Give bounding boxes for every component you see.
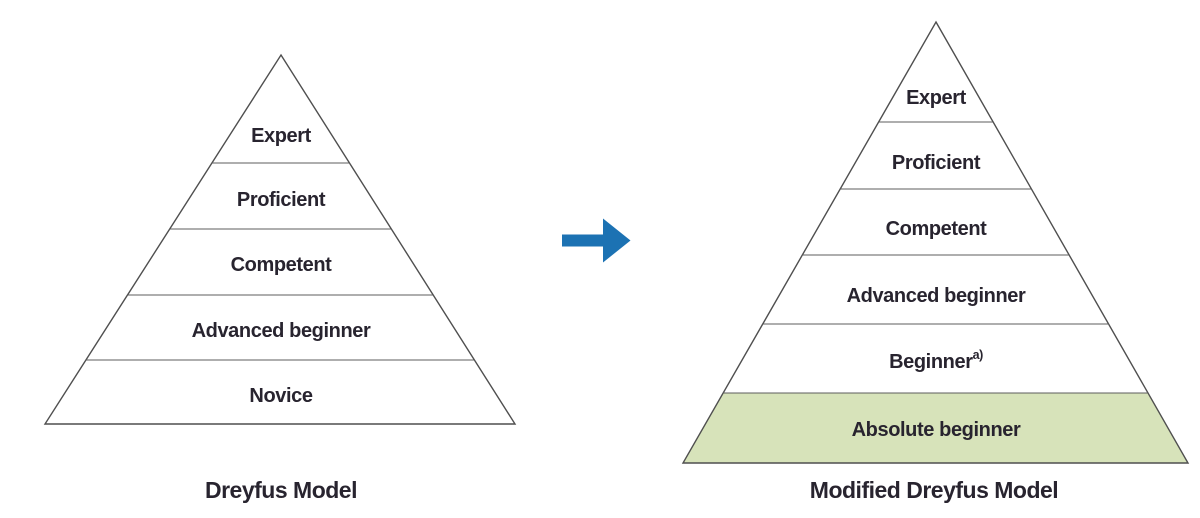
absolute-beginner-highlight-band [683,393,1188,463]
pyramid-title: Dreyfus Model [205,477,357,503]
level-label-competent: Competent [886,218,988,240]
pyramid-outline [43,53,517,425]
level-label-beginner: Beginnera) [889,348,983,373]
level-label-proficient: Proficient [237,189,326,211]
pyramid-outline [681,20,1190,464]
pyramid-title: Modified Dreyfus Model [810,477,1058,503]
level-label-absolute-beginner: Absolute beginner [852,419,1021,441]
level-label-competent: Competent [231,254,333,276]
level-label-expert: Expert [906,87,967,109]
level-label-advanced-beginner: Advanced beginner [192,320,371,342]
modified-dreyfus-pyramid: Expert Proficient Competent Advanced beg… [681,20,1190,503]
footnote-superscript: a) [973,348,984,362]
level-label-proficient: Proficient [892,152,981,174]
level-label-novice: Novice [249,385,312,407]
level-label-beginner-text: Beginner [889,351,973,373]
level-label-expert: Expert [251,125,312,147]
dreyfus-pyramid: Expert Proficient Competent Advanced beg… [43,53,517,503]
level-label-advanced-beginner: Advanced beginner [847,285,1026,307]
right-arrow-icon [562,218,631,263]
